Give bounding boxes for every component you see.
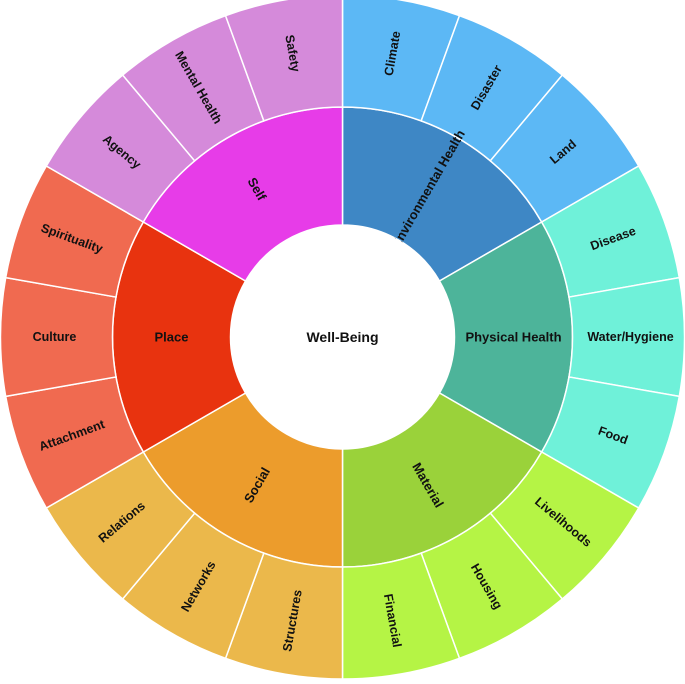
outer-segment-safety[interactable]	[224, 0, 344, 122]
inner-label-place: Place	[155, 330, 189, 345]
inner-label-physical-health: Physical Health	[465, 330, 561, 345]
center-label: Well-Being	[306, 329, 378, 345]
center-disc	[230, 225, 455, 449]
outer-label-safety: Safety	[282, 34, 302, 73]
outer-label-culture: Culture	[33, 330, 77, 344]
outer-label-water-hygiene: Water/Hygiene	[587, 330, 673, 344]
